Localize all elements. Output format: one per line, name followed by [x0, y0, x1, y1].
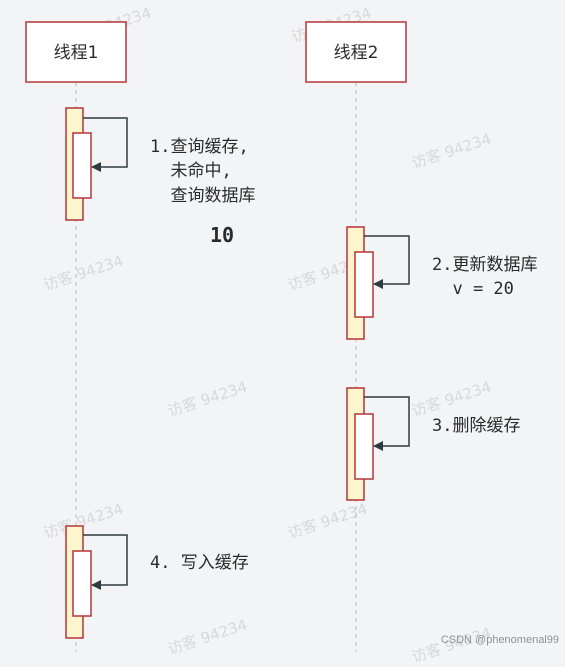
message-label-step4: 4. 写入缓存 — [0, 0, 300, 573]
value-note: 10 — [210, 223, 234, 247]
self-message-arrow — [364, 396, 410, 451]
participant-label: 线程2 — [334, 43, 379, 63]
message-label-step2: 2.更新数据库 v = 20 — [0, 0, 565, 299]
credit-text: CSDN @phenomenal99 — [440, 634, 559, 646]
self-message-arrow — [364, 235, 410, 289]
participant-label: 线程1 — [54, 43, 99, 63]
activation-bar — [72, 550, 92, 617]
diagram-canvas: 线程1 线程2 1.查询缓存, 未命中, 查询数据库 10 2.更新数据库 v … — [0, 0, 565, 652]
activation-bar — [354, 251, 374, 318]
self-message-arrow — [83, 117, 128, 172]
activation-bar — [354, 413, 374, 480]
participant-thread1: 线程1 — [25, 21, 127, 83]
message-label-step3: 3.删除缓存 — [432, 416, 520, 436]
self-message-arrow — [83, 534, 128, 590]
activation-bar — [72, 132, 92, 199]
participant-thread2: 线程2 — [305, 21, 407, 83]
message-label-step1: 1.查询缓存, 未命中, 查询数据库 — [0, 0, 320, 206]
